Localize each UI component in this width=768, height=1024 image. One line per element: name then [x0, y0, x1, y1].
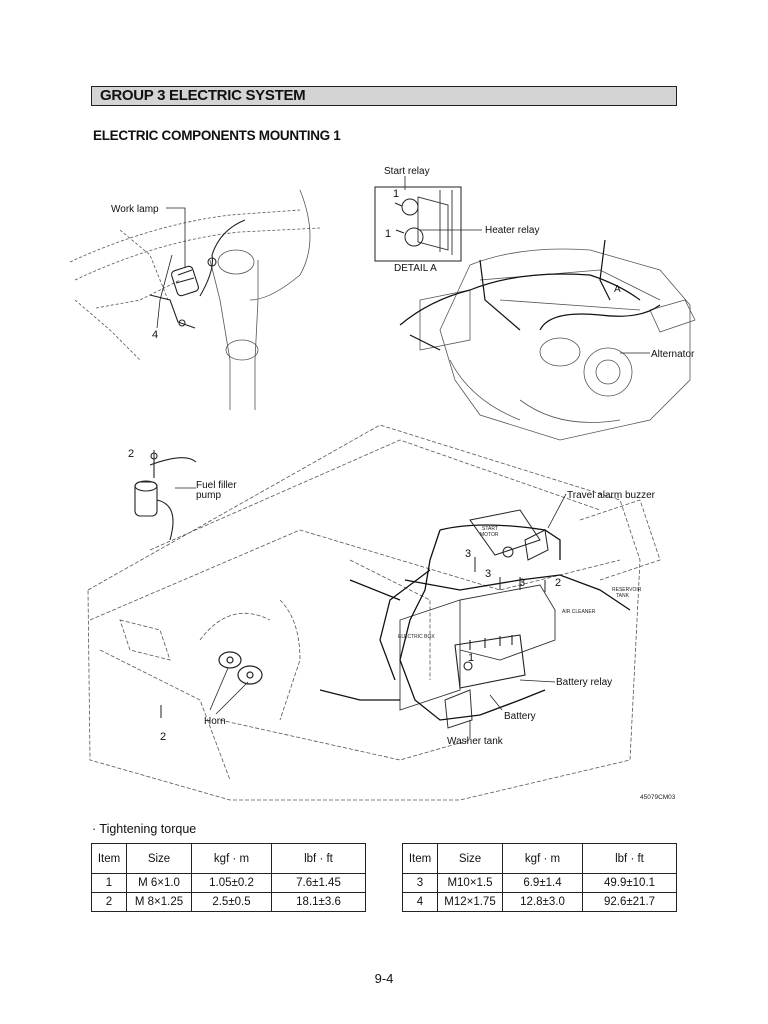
label-fuel-filler-pump-2: pump [196, 490, 221, 501]
callout-2-right: 2 [555, 577, 561, 589]
callout-3-mid: 3 [485, 568, 491, 580]
cell-lbf-ft: 49.9±10.1 [582, 873, 677, 893]
label-fuel-filler-pump-1: Fuel filler [196, 480, 237, 491]
label-start-motor-2: MOTOR [480, 532, 499, 538]
callout-4: 4 [152, 329, 158, 341]
electric-components-diagram: Work lamp Start relay Heater relay DETAI… [69, 166, 696, 801]
label-alternator: Alternator [651, 349, 695, 360]
cell-lbf-ft: 92.6±21.7 [582, 892, 677, 912]
electric-box [399, 584, 556, 711]
work-lamp-detail [69, 209, 321, 361]
callout-2-horn: 2 [160, 731, 166, 743]
callout-1-start-relay: 1 [393, 188, 399, 200]
group-title: GROUP 3 ELECTRIC SYSTEM [91, 86, 677, 106]
cell-kgf-m: 2.5±0.5 [191, 892, 272, 912]
callout-3-right: 3 [519, 577, 525, 589]
page-number: 9-4 [374, 971, 394, 986]
label-heater-relay: Heater relay [485, 225, 539, 236]
cell-item: 3 [402, 873, 438, 893]
cell-kgf-m: 12.8±3.0 [502, 892, 583, 912]
detail-a-box [374, 186, 462, 262]
cell-item: 2 [91, 892, 127, 912]
battery [454, 634, 526, 689]
label-battery: Battery [504, 711, 536, 722]
cell-kgf-m: 6.9±1.4 [502, 873, 583, 893]
travel-alarm-buzzer [524, 529, 549, 561]
cell-size: M 6×1.0 [126, 873, 192, 893]
label-start-motor-1: START [482, 526, 498, 532]
header-size: Size [126, 843, 192, 874]
cell-lbf-ft: 7.6±1.45 [271, 873, 366, 893]
callout-2-fuel-pump: 2 [128, 448, 134, 460]
cell-lbf-ft: 18.1±3.6 [271, 892, 366, 912]
drawing-code: 45079CM03 [640, 794, 676, 801]
table-header-row: Item Size kgf · m lbf · ft [91, 843, 366, 874]
callout-1-heater-relay: 1 [385, 228, 391, 240]
washer-tank [444, 689, 473, 729]
header-item: Item [91, 843, 127, 874]
label-work-lamp: Work lamp [111, 204, 159, 215]
section-title: ELECTRIC COMPONENTS MOUNTING 1 [93, 128, 341, 143]
fuel-filler-pump [134, 452, 197, 541]
table-row: 2 M 8×1.25 2.5±0.5 18.1±3.6 [91, 892, 366, 912]
table-row: 3 M10×1.5 6.9±1.4 49.9±10.1 [402, 873, 677, 893]
cell-size: M 8×1.25 [126, 892, 192, 912]
header-size: Size [437, 843, 503, 874]
table-row: 1 M 6×1.0 1.05±0.2 7.6±1.45 [91, 873, 366, 893]
label-horn: Horn [204, 716, 226, 727]
label-reservoir-tank-2: TANK [616, 593, 630, 599]
label-reservoir-tank-1: RESERVOIR [612, 587, 642, 593]
horns [218, 651, 263, 685]
table-row: 4 M12×1.75 12.8±3.0 92.6±21.7 [402, 892, 677, 912]
engine-wiring [399, 239, 661, 351]
label-air-cleaner: AIR CLEANER [562, 609, 596, 615]
cell-size: M10×1.5 [437, 873, 503, 893]
header-kgf-m: kgf · m [502, 843, 583, 874]
label-a-marker: A [614, 284, 621, 295]
torque-table-left: Item Size kgf · m lbf · ft 1 M 6×1.0 1.0… [91, 843, 366, 912]
work-lamp [149, 219, 246, 329]
table-header-row: Item Size kgf · m lbf · ft [402, 843, 677, 874]
engine [419, 248, 696, 441]
label-washer-tank: Washer tank [447, 736, 504, 747]
bolts [153, 450, 546, 718]
main-harness [319, 524, 631, 721]
header-lbf-ft: lbf · ft [582, 843, 677, 874]
label-detail-a: DETAIL A [394, 263, 437, 274]
boom-cylinder [209, 189, 311, 410]
torque-table-right: Item Size kgf · m lbf · ft 3 M10×1.5 6.9… [402, 843, 677, 912]
leader-lines [156, 176, 650, 738]
callout-3-left: 3 [465, 548, 471, 560]
start-motor-area [469, 509, 541, 558]
label-start-relay: Start relay [384, 166, 430, 177]
callout-1-battery: 1 [468, 652, 474, 664]
cell-item: 4 [402, 892, 438, 912]
header-lbf-ft: lbf · ft [271, 843, 366, 874]
label-travel-alarm-buzzer: Travel alarm buzzer [567, 490, 656, 501]
cell-kgf-m: 1.05±0.2 [191, 873, 272, 893]
torque-label: · Tightening torque [92, 822, 197, 836]
header-item: Item [402, 843, 438, 874]
cell-size: M12×1.75 [437, 892, 503, 912]
label-electric-box: ELECTRIC BOX [398, 634, 435, 640]
cell-item: 1 [91, 873, 127, 893]
header-kgf-m: kgf · m [191, 843, 272, 874]
label-battery-relay: Battery relay [556, 677, 612, 688]
